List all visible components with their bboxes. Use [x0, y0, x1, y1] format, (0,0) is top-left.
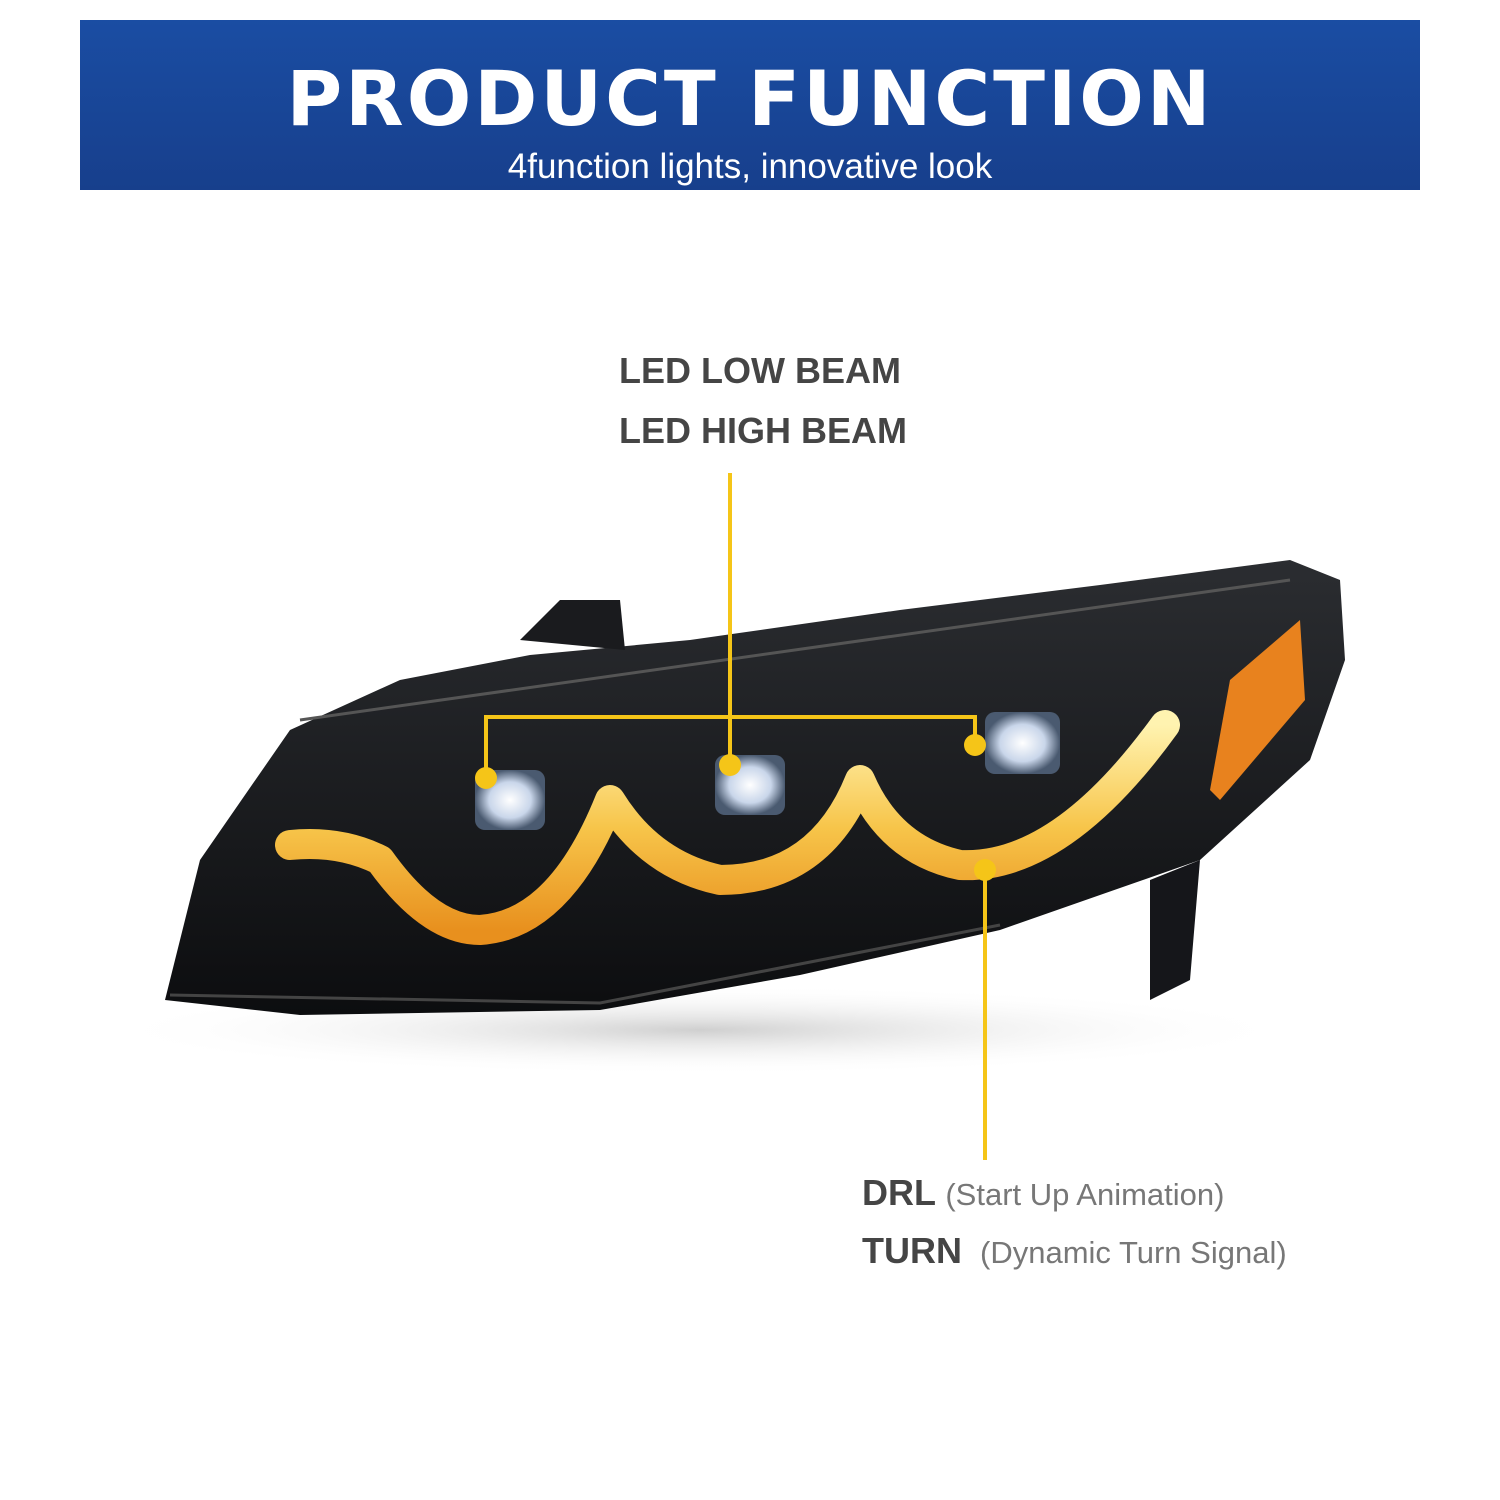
drl-note: (Start Up Animation) — [945, 1177, 1225, 1212]
header-banner: PRODUCT FUNCTION 4function lights, innov… — [80, 20, 1420, 190]
label-led-low-beam: LED LOW BEAM — [619, 350, 901, 391]
callout-dots — [475, 734, 996, 881]
label-drl: DRL (Start Up Animation) — [862, 1172, 1224, 1214]
page-subtitle: 4function lights, innovative look — [507, 147, 993, 186]
drl-label: DRL — [862, 1172, 936, 1213]
callout-lines — [484, 473, 987, 1160]
label-turn: TURN (Dynamic Turn Signal) — [862, 1230, 1287, 1272]
turn-label: TURN — [862, 1230, 962, 1271]
drl-light-bar — [275, 710, 1180, 945]
turn-note: (Dynamic Turn Signal) — [980, 1235, 1287, 1270]
label-led-high-beam: LED HIGH BEAM — [619, 410, 907, 451]
page-title: PRODUCT FUNCTION — [286, 54, 1214, 143]
